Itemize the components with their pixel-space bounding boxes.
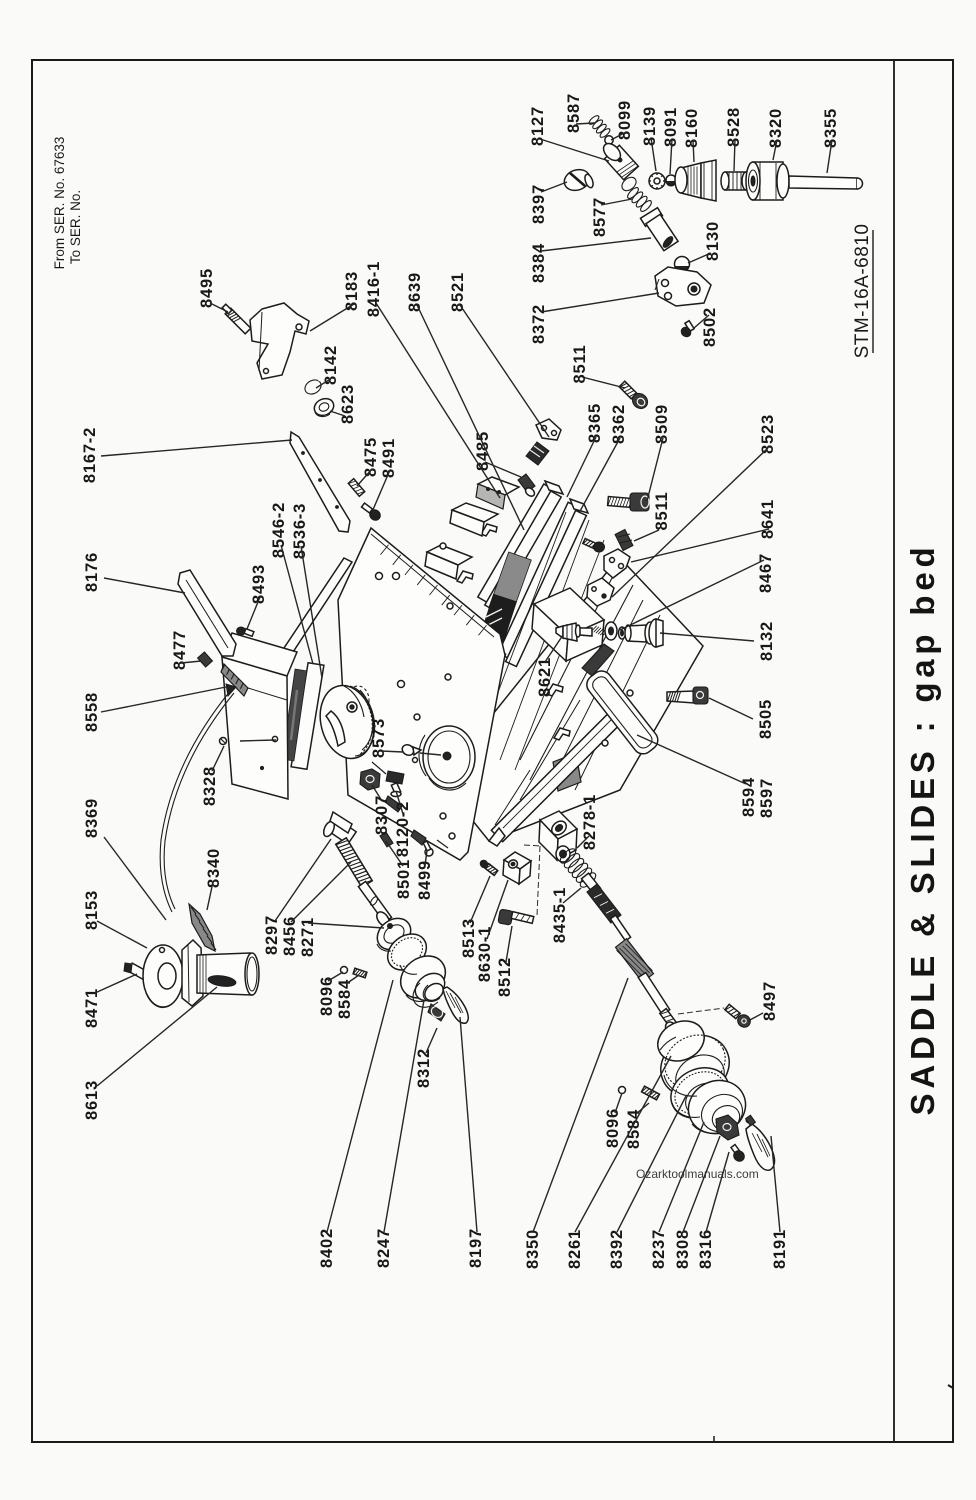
svg-text:8142: 8142 [322, 345, 340, 385]
svg-text:8505: 8505 [757, 699, 775, 739]
svg-text:SADDLE & SLIDES : gap bed: SADDLE & SLIDES : gap bed [904, 543, 941, 1116]
svg-text:8328: 8328 [201, 766, 219, 806]
svg-text:8502: 8502 [701, 307, 719, 347]
svg-text:8139: 8139 [641, 106, 659, 146]
svg-text:8499: 8499 [416, 860, 434, 900]
svg-text:8197: 8197 [467, 1228, 485, 1268]
svg-text:8623: 8623 [339, 384, 357, 424]
svg-text:8513: 8513 [460, 918, 478, 958]
svg-text:8091: 8091 [662, 107, 680, 147]
svg-text:8340: 8340 [205, 848, 223, 888]
svg-text:8509: 8509 [653, 404, 671, 444]
svg-text:8584: 8584 [625, 1109, 643, 1149]
svg-text:To SER. No.: To SER. No. [68, 190, 83, 264]
svg-text:8577: 8577 [591, 197, 609, 237]
svg-text:8096: 8096 [604, 1108, 622, 1148]
svg-text:8099: 8099 [616, 100, 634, 140]
svg-text:8471: 8471 [83, 988, 101, 1028]
svg-text:8350: 8350 [524, 1229, 542, 1269]
svg-text:8416-1: 8416-1 [365, 261, 383, 317]
svg-text:8308: 8308 [674, 1229, 692, 1269]
svg-text:8435-1: 8435-1 [551, 887, 569, 943]
svg-text:8587: 8587 [565, 93, 583, 133]
svg-text:8475: 8475 [362, 437, 380, 477]
svg-text:Ozarktoolmanuals.com: Ozarktoolmanuals.com [636, 1167, 759, 1181]
svg-text:8558: 8558 [83, 692, 101, 732]
svg-text:8493: 8493 [250, 564, 268, 604]
svg-text:8247: 8247 [375, 1228, 393, 1268]
svg-text:8497: 8497 [761, 981, 779, 1021]
svg-text:8402: 8402 [318, 1228, 336, 1268]
svg-text:8397: 8397 [530, 184, 548, 224]
svg-text:8096: 8096 [318, 976, 336, 1016]
svg-text:8512: 8512 [496, 957, 514, 997]
svg-text:8523: 8523 [759, 414, 777, 454]
svg-text:8365: 8365 [586, 403, 604, 443]
svg-text:8613: 8613 [83, 1080, 101, 1120]
svg-text:8167-2: 8167-2 [81, 427, 99, 483]
svg-text:8521: 8521 [449, 272, 467, 312]
svg-text:8495: 8495 [198, 268, 216, 308]
svg-text:8271: 8271 [299, 917, 317, 957]
svg-text:8362: 8362 [610, 404, 628, 444]
svg-text:8160: 8160 [683, 108, 701, 148]
svg-text:8153: 8153 [83, 890, 101, 930]
svg-text:8491: 8491 [380, 438, 398, 478]
svg-text:8237: 8237 [650, 1229, 668, 1269]
svg-text:8176: 8176 [83, 552, 101, 592]
svg-text:8127: 8127 [529, 106, 547, 146]
svg-text:8511: 8511 [571, 345, 589, 384]
svg-text:8546-2: 8546-2 [270, 502, 288, 558]
svg-text:8392: 8392 [608, 1229, 626, 1269]
svg-text:8320: 8320 [767, 108, 785, 148]
svg-text:8630-1: 8630-1 [476, 926, 494, 982]
svg-text:8191: 8191 [771, 1229, 789, 1269]
svg-text:8621: 8621 [536, 657, 554, 697]
svg-text:8132: 8132 [758, 621, 776, 661]
svg-text:8120-2: 8120-2 [394, 801, 412, 857]
svg-text:8261: 8261 [566, 1229, 584, 1269]
svg-text:From SER. No. 67633: From SER. No. 67633 [52, 137, 67, 270]
svg-text:8130: 8130 [704, 221, 722, 261]
svg-text:8528: 8528 [725, 107, 743, 147]
svg-text:8639: 8639 [406, 272, 424, 312]
svg-text:8278-1: 8278-1 [581, 794, 599, 850]
svg-text:8573: 8573 [370, 718, 388, 758]
svg-text:8467: 8467 [757, 553, 775, 593]
svg-text:8355: 8355 [822, 108, 840, 148]
svg-text:STM-16A-6810: STM-16A-6810 [852, 224, 873, 359]
svg-text:8584: 8584 [336, 979, 354, 1019]
svg-text:8485: 8485 [474, 431, 492, 471]
svg-text:8307: 8307 [373, 795, 391, 835]
svg-text:8384: 8384 [530, 243, 548, 283]
svg-text:8316: 8316 [697, 1229, 715, 1269]
svg-text:8369: 8369 [83, 798, 101, 838]
svg-text:8183: 8183 [343, 271, 361, 311]
svg-text:8511: 8511 [653, 492, 671, 531]
svg-text:8536-3: 8536-3 [291, 503, 309, 559]
svg-text:8297: 8297 [263, 915, 281, 955]
svg-text:8456: 8456 [281, 916, 299, 956]
svg-text:8501: 8501 [395, 859, 413, 899]
svg-text:8641: 8641 [759, 499, 777, 539]
svg-text:8597: 8597 [758, 778, 776, 818]
svg-text:8312: 8312 [415, 1048, 433, 1088]
svg-text:8372: 8372 [530, 304, 548, 344]
svg-text:8594: 8594 [740, 777, 758, 817]
svg-text:8477: 8477 [171, 630, 189, 670]
